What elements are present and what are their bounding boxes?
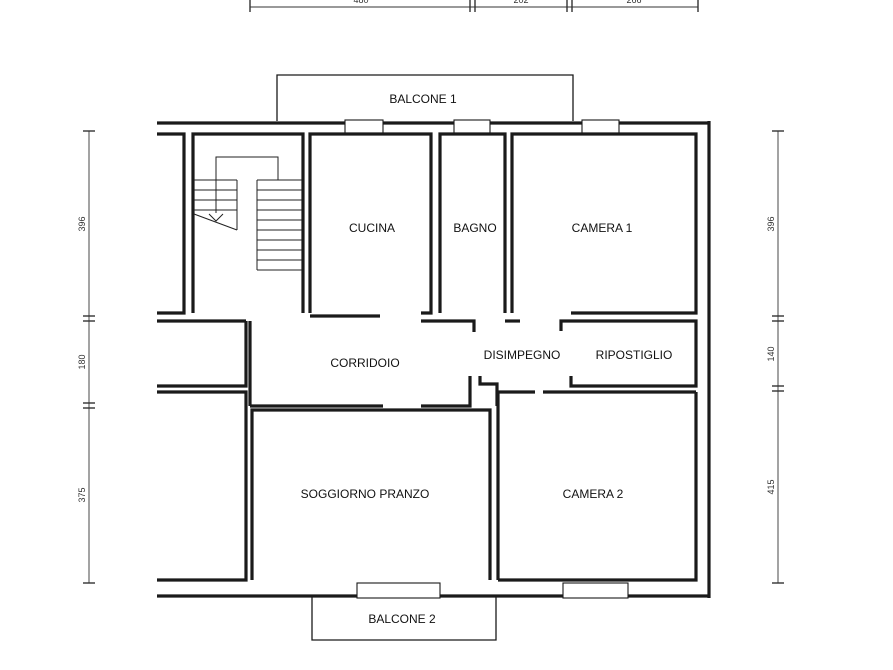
right-dim-3: 415 (766, 479, 776, 494)
top-dim-1: 480 (353, 0, 368, 5)
right-dim-1: 396 (766, 216, 776, 231)
disimpegno-label: DISIMPEGNO (484, 348, 561, 362)
left-dim-1: 396 (77, 216, 87, 231)
left-dim-2: 180 (77, 354, 87, 369)
right-dimension-line: 396 140 415 (766, 130, 784, 584)
balcone-1 (276, 74, 574, 121)
cucina-label: CUCINA (349, 221, 395, 235)
top-dim-3: 266 (626, 0, 641, 5)
right-dim-2: 140 (766, 346, 776, 361)
top-dimension-line: 480 202 266 (249, 0, 699, 12)
balcone-2 (311, 596, 497, 641)
ripostiglio-label: RIPOSTIGLIO (596, 348, 673, 362)
camera-2-label: CAMERA 2 (563, 487, 624, 501)
top-dim-2: 202 (513, 0, 528, 5)
balcone-1-label: BALCONE 1 (389, 92, 457, 106)
camera-1-label: CAMERA 1 (572, 221, 633, 235)
interior-walls (157, 132, 698, 582)
soggiorno-pranzo-label: SOGGIORNO PRANZO (301, 487, 430, 501)
left-dimension-line: 396 180 375 (77, 130, 95, 584)
exterior-walls (157, 121, 711, 598)
corridoio-label: CORRIDOIO (330, 356, 399, 370)
left-dim-3: 375 (77, 487, 87, 502)
bagno-label: BAGNO (453, 221, 496, 235)
staircase (193, 156, 302, 271)
balcone-2-label: BALCONE 2 (368, 612, 436, 626)
